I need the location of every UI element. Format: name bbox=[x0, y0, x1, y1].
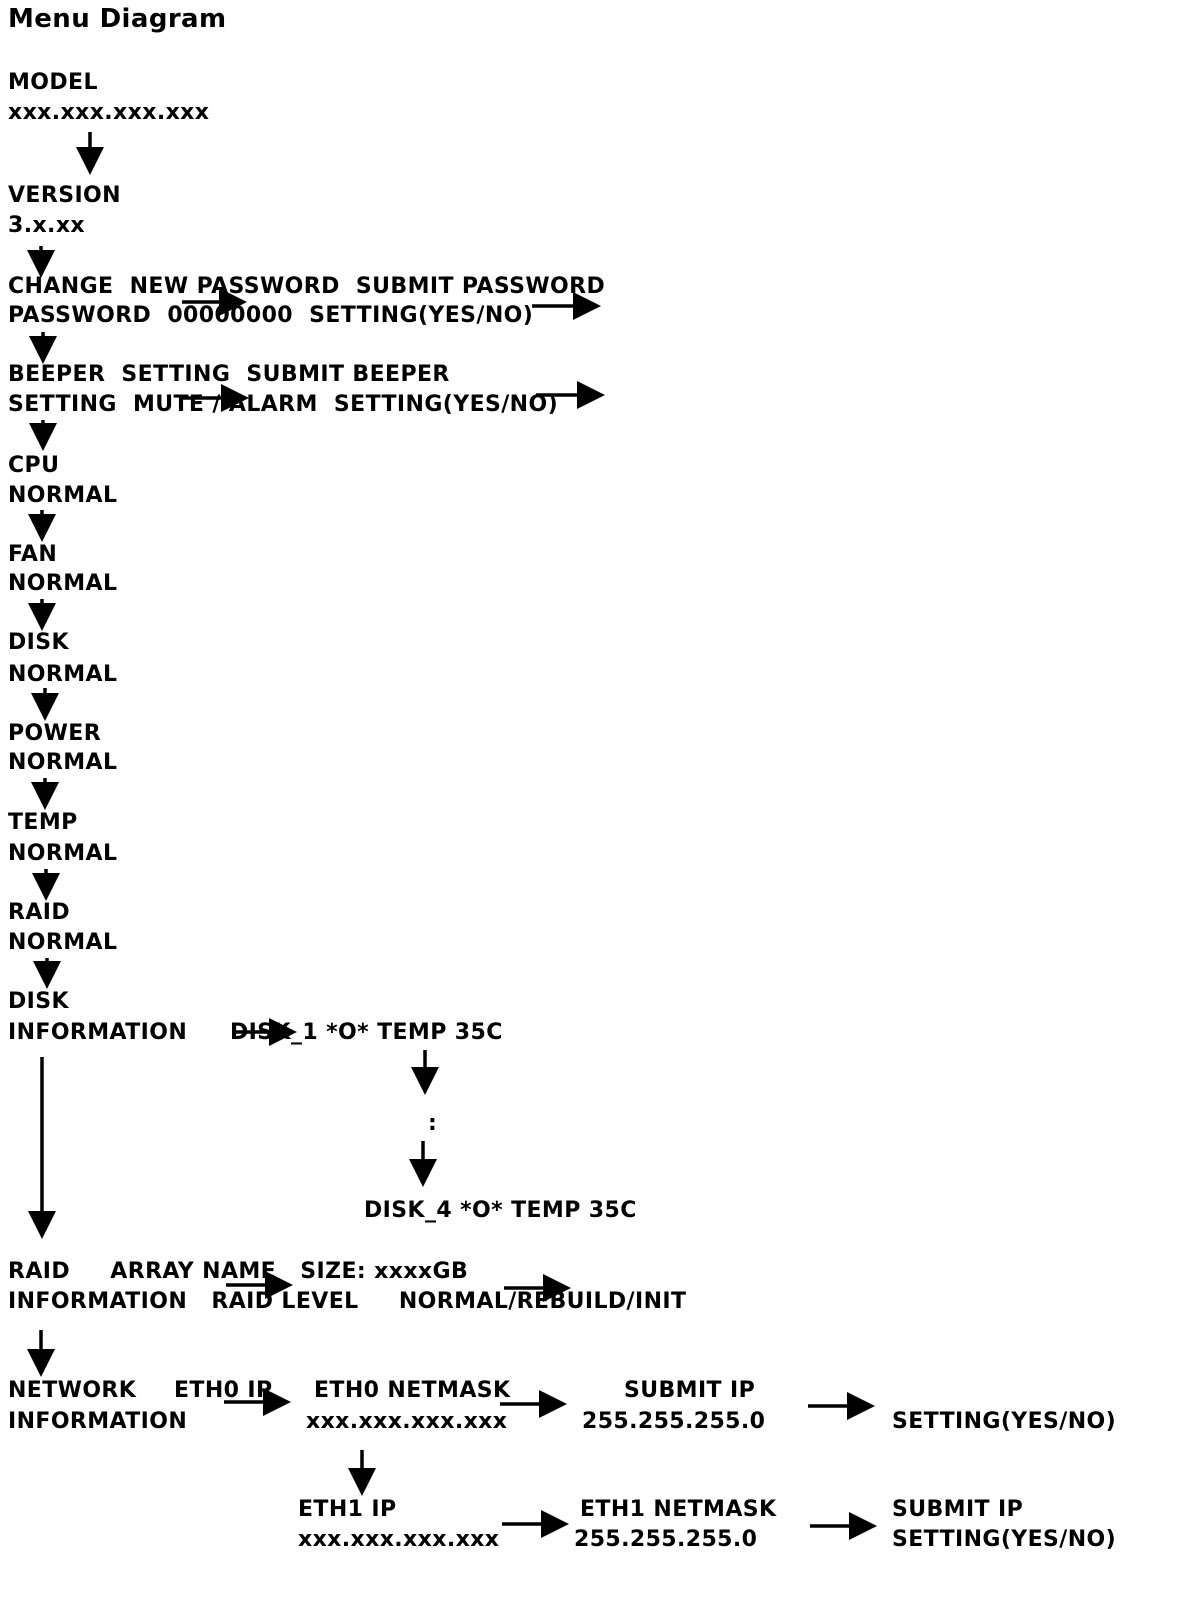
disk-label: DISK bbox=[8, 630, 69, 655]
eth1-ip-value: xxx.xxx.xxx.xxx bbox=[298, 1527, 500, 1552]
eth1-submit-setting: SETTING(YES/NO) bbox=[892, 1527, 1117, 1552]
fan-value: NORMAL bbox=[8, 571, 118, 596]
eth0-submit-setting: SETTING(YES/NO) bbox=[892, 1409, 1117, 1434]
eth0-submit-ip-label: SUBMIT IP bbox=[624, 1378, 756, 1403]
eth0-ip-label: ETH0 IP bbox=[174, 1378, 273, 1403]
temp-value: NORMAL bbox=[8, 841, 118, 866]
network-info-label1: NETWORK bbox=[8, 1378, 137, 1403]
cpu-label: CPU bbox=[8, 453, 60, 478]
disk-4-status: DISK_4 *O* TEMP 35C bbox=[364, 1198, 637, 1223]
change-password-line2: PASSWORD 00000000 SETTING(YES/NO) bbox=[8, 303, 534, 328]
diagram-title: Menu Diagram bbox=[8, 4, 227, 34]
network-info-label2: INFORMATION bbox=[8, 1409, 188, 1434]
fan-label: FAN bbox=[8, 542, 58, 567]
disk-value: NORMAL bbox=[8, 662, 118, 687]
power-value: NORMAL bbox=[8, 750, 118, 775]
power-label: POWER bbox=[8, 721, 102, 746]
cpu-value: NORMAL bbox=[8, 483, 118, 508]
eth0-netmask-value: 255.255.255.0 bbox=[582, 1409, 766, 1434]
model-label: MODEL bbox=[8, 70, 98, 95]
eth1-netmask-label: ETH1 NETMASK bbox=[580, 1497, 777, 1522]
model-value: xxx.xxx.xxx.xxx bbox=[8, 100, 210, 125]
eth1-ip-label: ETH1 IP bbox=[298, 1497, 397, 1522]
raid-value: NORMAL bbox=[8, 930, 118, 955]
change-password-line1: CHANGE NEW PASSWORD SUBMIT PASSWORD bbox=[8, 274, 606, 299]
raid-label: RAID bbox=[8, 900, 71, 925]
disk-info-label1: DISK bbox=[8, 989, 69, 1014]
raid-info-line1: RAID ARRAY NAME SIZE: xxxxGB bbox=[8, 1259, 469, 1284]
raid-info-line2: INFORMATION RAID LEVEL NORMAL/REBUILD/IN… bbox=[8, 1289, 687, 1314]
version-value: 3.x.xx bbox=[8, 213, 85, 238]
version-label: VERSION bbox=[8, 183, 121, 208]
beeper-line1: BEEPER SETTING SUBMIT BEEPER bbox=[8, 362, 450, 387]
disk-list-ellipsis: : bbox=[428, 1111, 438, 1136]
temp-label: TEMP bbox=[8, 810, 78, 835]
eth0-netmask-label: ETH0 NETMASK bbox=[314, 1378, 511, 1403]
eth1-netmask-value: 255.255.255.0 bbox=[574, 1527, 758, 1552]
disk-info-label2: INFORMATION bbox=[8, 1020, 188, 1045]
eth1-submit-ip-label: SUBMIT IP bbox=[892, 1497, 1024, 1522]
eth0-ip-value: xxx.xxx.xxx.xxx bbox=[306, 1409, 508, 1434]
